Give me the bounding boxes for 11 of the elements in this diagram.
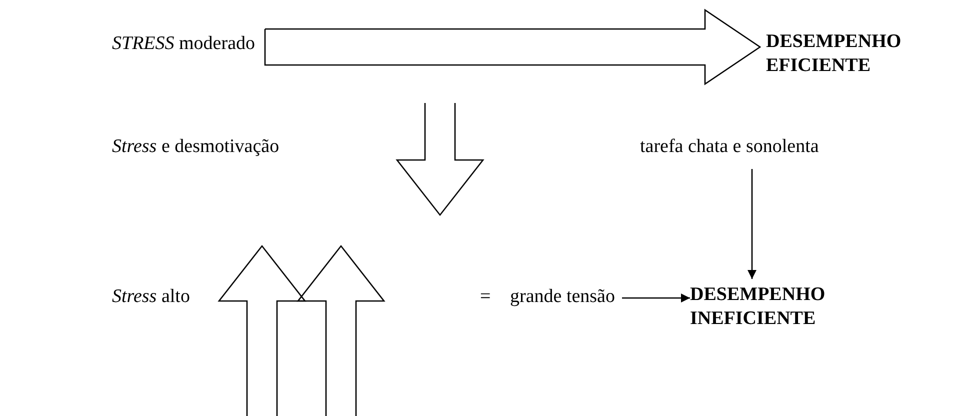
text-label: STRESS moderado xyxy=(112,32,256,56)
text-label: tarefa chata e sonolenta xyxy=(640,135,820,159)
equals-sign: = xyxy=(480,285,491,309)
text-label: grande tensão xyxy=(510,285,616,309)
text-label: Stress alto xyxy=(112,285,191,309)
text-label: DESEMPENHO EFICIENTE xyxy=(766,30,902,78)
arrow xyxy=(747,169,757,279)
text-label: DESEMPENHO INEFICIENTE xyxy=(690,283,826,331)
arrow xyxy=(622,293,690,303)
text-label: Stress e desmotivação xyxy=(112,135,280,159)
block-arrow xyxy=(264,8,762,86)
